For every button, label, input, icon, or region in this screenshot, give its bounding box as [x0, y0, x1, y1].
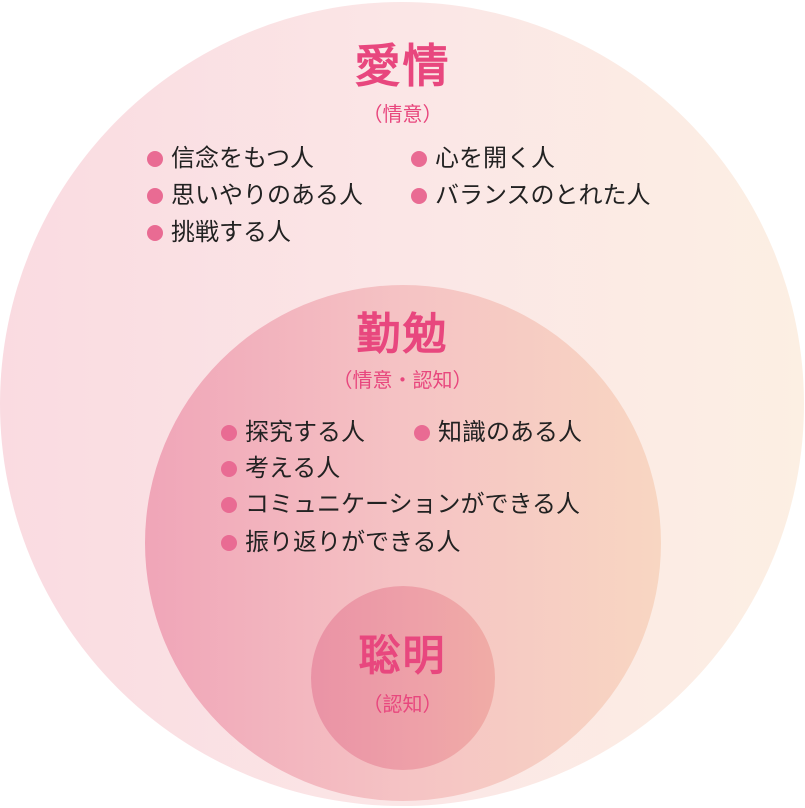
outer-subtitle: （情意）	[362, 102, 443, 126]
middle-item-2: 知識のある人	[414, 417, 582, 447]
bullet-icon	[411, 188, 427, 204]
outer-item-3: 思いやりのある人	[147, 180, 363, 210]
bullet-icon	[411, 151, 427, 167]
inner-title: 聡明	[358, 631, 447, 680]
middle-item-1: 探究する人	[221, 417, 365, 447]
bullet-icon	[147, 225, 163, 241]
bullet-icon	[147, 188, 163, 204]
bullet-icon	[414, 425, 430, 441]
bullet-icon	[221, 425, 237, 441]
middle-subtitle: （情意・認知）	[332, 368, 473, 392]
bullet-icon	[221, 461, 237, 477]
middle-title: 勤勉	[356, 309, 449, 360]
inner-circle	[311, 586, 495, 770]
middle-item-4: コミュニケーションができる人	[221, 489, 580, 519]
middle-item-5: 振り返りができる人	[221, 527, 461, 557]
middle-item-3: 考える人	[221, 453, 340, 483]
outer-item-4: バランスのとれた人	[411, 180, 651, 210]
bullet-icon	[221, 535, 237, 551]
bullet-icon	[221, 497, 237, 513]
inner-subtitle: （認知）	[362, 692, 443, 716]
outer-item-2: 心を開く人	[411, 143, 555, 173]
outer-item-1: 信念をもつ人	[147, 143, 314, 173]
bullet-icon	[147, 151, 163, 167]
outer-item-5: 挑戦する人	[147, 217, 291, 247]
outer-title: 愛情	[354, 39, 451, 93]
